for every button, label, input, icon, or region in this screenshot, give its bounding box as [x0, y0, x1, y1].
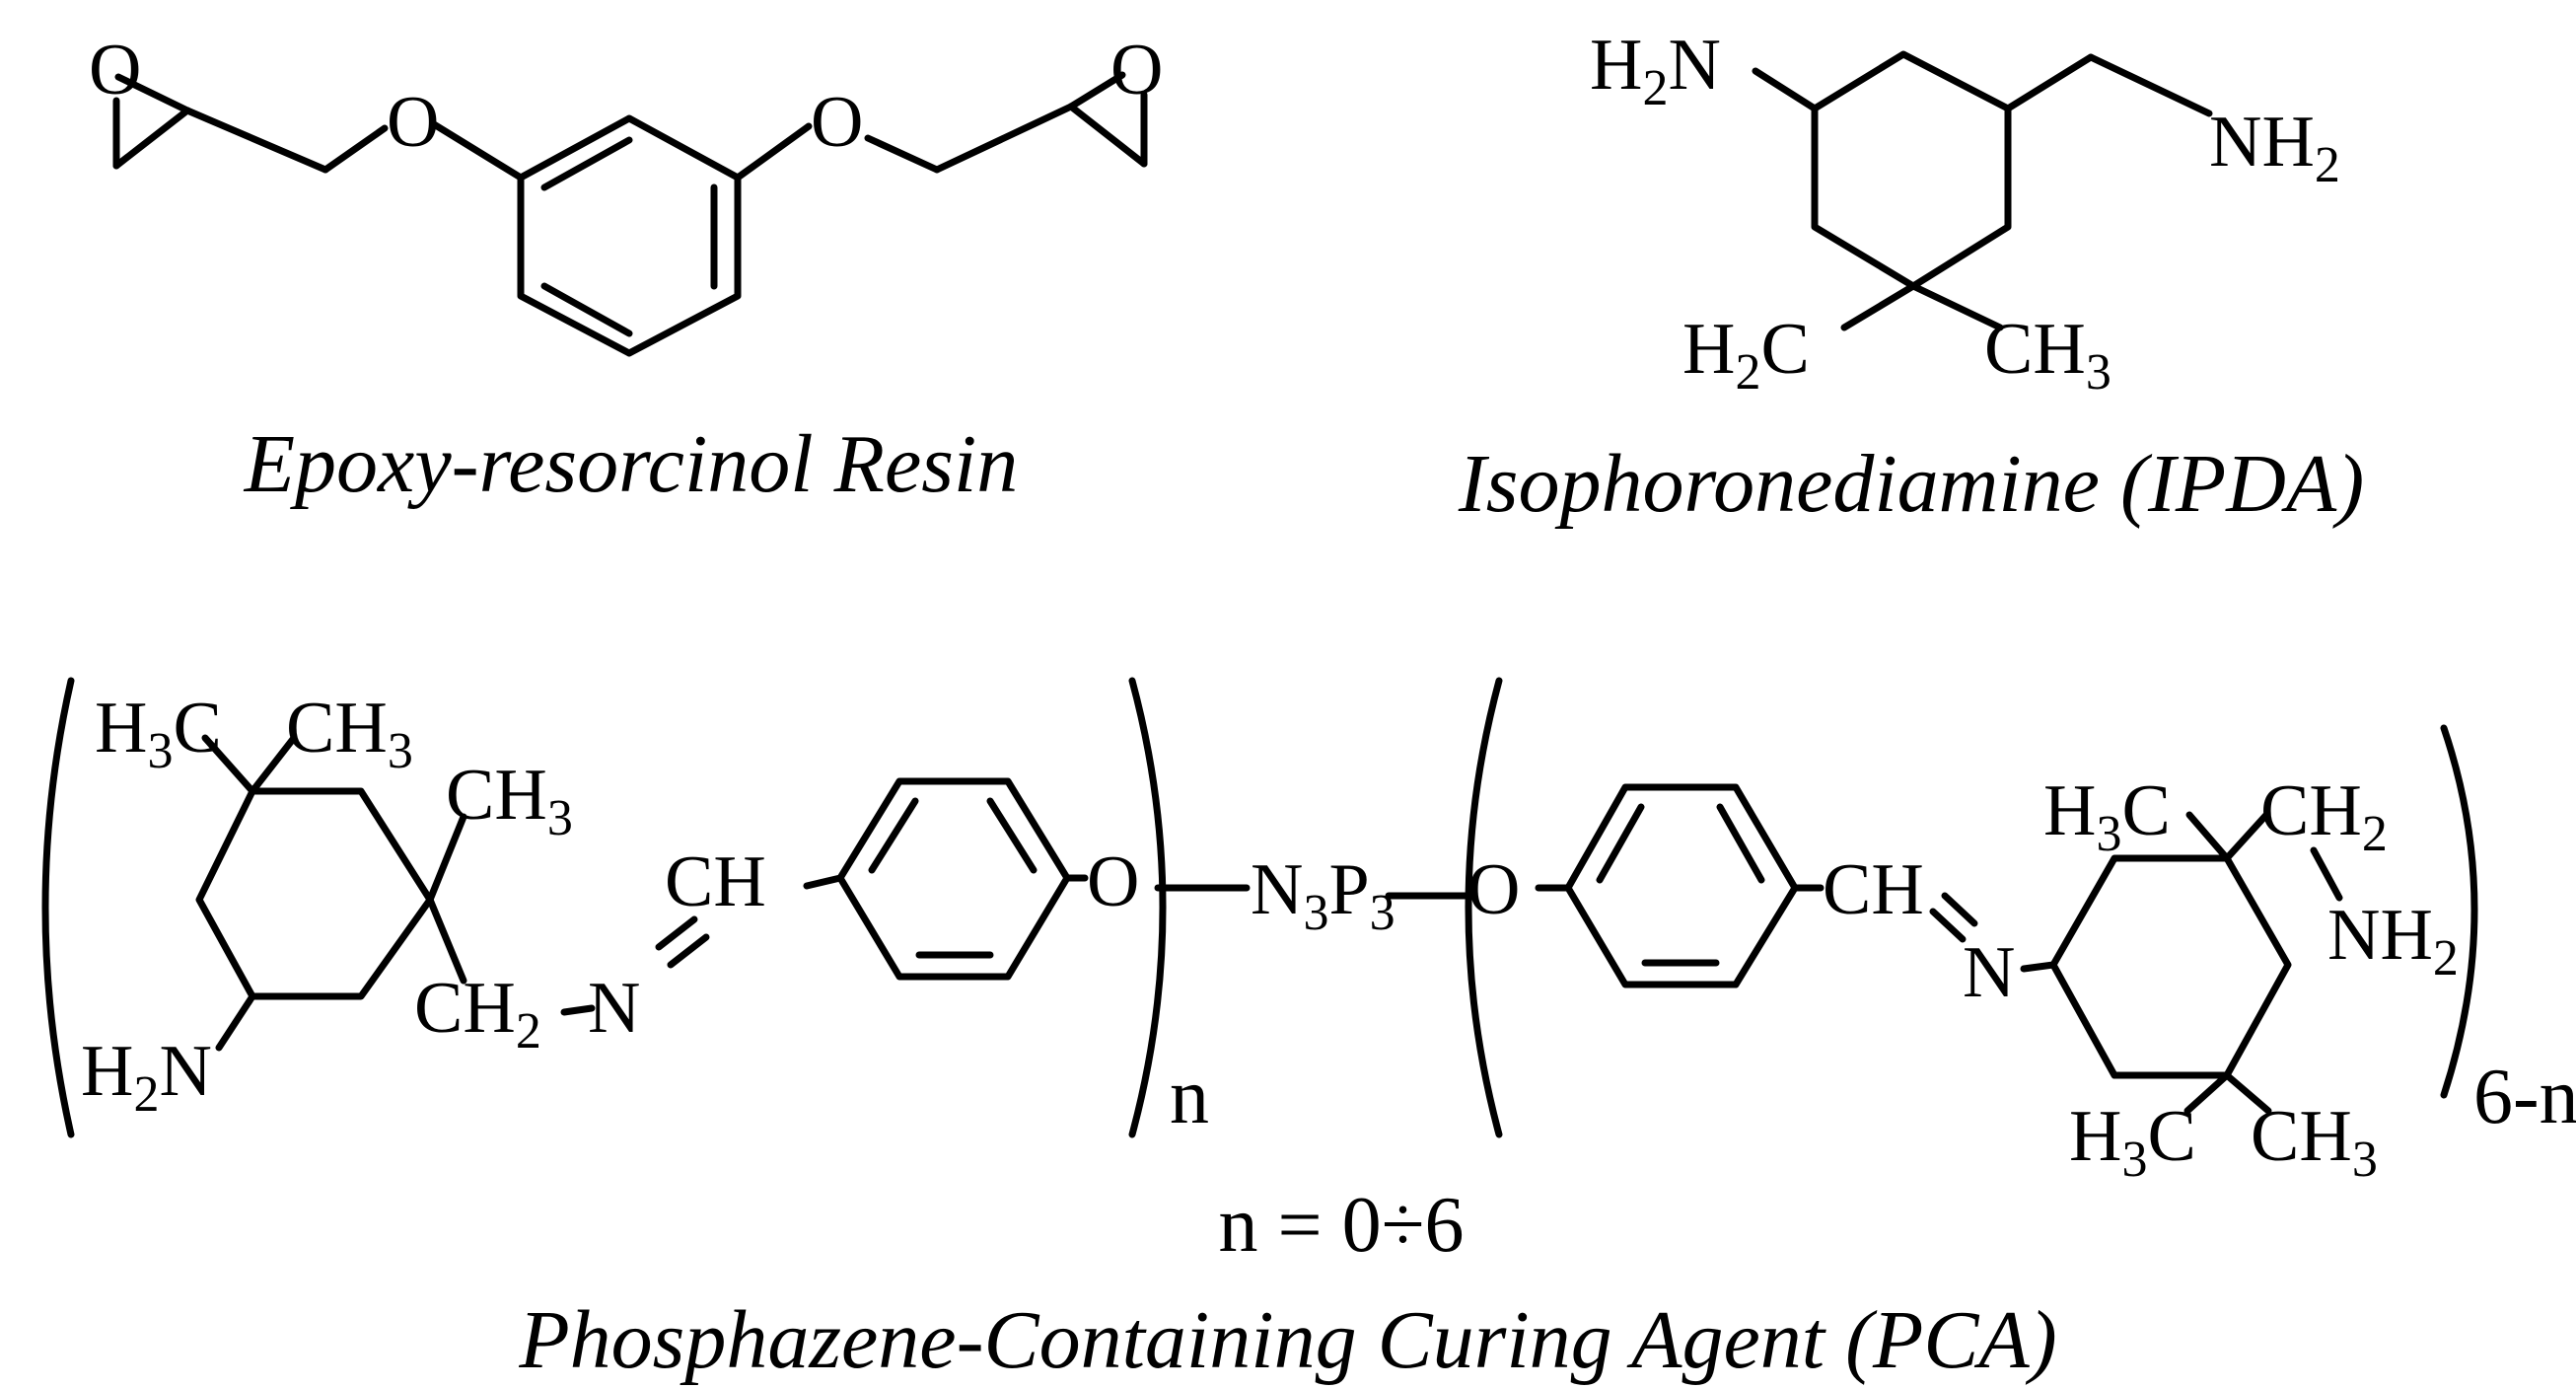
paren-left-close — [1128, 677, 1167, 1138]
equation-n-range: n = 0÷6 — [1218, 1182, 1464, 1269]
bond — [1840, 282, 1917, 331]
double-bond — [1941, 892, 1978, 927]
bond — [1909, 282, 2004, 331]
paren-right-open — [1465, 677, 1503, 1138]
aromatic-bond — [540, 136, 633, 191]
atom-h2n: H2N — [1590, 25, 1721, 116]
bond — [560, 1004, 596, 1016]
paren-right-close — [2440, 724, 2478, 1099]
bond — [249, 734, 298, 795]
bond — [114, 73, 191, 114]
bond — [2020, 961, 2057, 973]
bond — [1067, 71, 1126, 110]
cyclohexane-ring — [195, 787, 434, 1000]
subscript-n: n — [1170, 1054, 1209, 1140]
double-bond — [1929, 908, 1967, 943]
bond — [2310, 846, 2343, 902]
bond — [2185, 811, 2231, 862]
bond — [426, 896, 467, 985]
bond — [864, 134, 941, 174]
atom-ch: CH — [665, 841, 766, 922]
aromatic-bond — [986, 797, 1038, 874]
cyclohexane-ring — [1811, 50, 2012, 290]
atom-ch2: CH2 — [2260, 770, 2388, 862]
atom-h2c: H2C — [1682, 309, 1810, 401]
double-bond — [655, 915, 698, 951]
atom-nh2: NH2 — [2327, 895, 2459, 987]
bond — [803, 874, 844, 890]
bond — [933, 103, 1075, 174]
atom-o: O — [811, 82, 863, 163]
benzene-ring — [836, 777, 1071, 981]
atom-h2n: H2N — [81, 1031, 212, 1123]
bond — [1067, 103, 1148, 168]
atom-ch: CH — [1823, 849, 1924, 930]
bond — [734, 122, 813, 182]
atom-o: O — [387, 82, 439, 163]
cyclohexane-ring — [2049, 854, 2292, 1079]
atom-nh2: NH2 — [2209, 102, 2340, 193]
bond — [2223, 811, 2270, 862]
aromatic-bond — [540, 282, 633, 337]
atom-n: N — [1963, 932, 2015, 1013]
bond — [112, 107, 191, 170]
benzene-ring — [517, 114, 742, 357]
bond — [2223, 1071, 2272, 1115]
atom-h3c: H3C — [2069, 1096, 2196, 1188]
bond — [430, 120, 525, 182]
atom-ch3: CH3 — [1984, 309, 2111, 401]
benzene-ring — [1564, 783, 1799, 988]
subscript-6-n: 6-n — [2473, 1054, 2576, 1140]
atom-o: O — [1110, 30, 1163, 110]
atom-n: N — [588, 968, 640, 1049]
paren-left-open — [41, 677, 75, 1138]
atom-h3c: H3C — [2043, 770, 2171, 862]
atom-n3p3: N3P3 — [1251, 849, 1395, 941]
atom-o: O — [1467, 849, 1520, 930]
atom-h3c: H3C — [95, 688, 222, 779]
atom-ch3: CH3 — [2251, 1096, 2378, 1188]
aromatic-bond — [1596, 803, 1645, 884]
bond — [2087, 53, 2213, 117]
pca-structure: H3C CH3 CH3 CH2 N H2N CH O n N3P3 O CH N… — [41, 677, 2576, 1188]
ipda-structure: H2N NH2 H2C CH3 — [1590, 25, 2340, 401]
aromatic-bond — [868, 797, 919, 874]
bond — [215, 992, 256, 1052]
bond — [1752, 67, 1819, 112]
caption-ipda: Isophoronediamine (IPDA) — [1458, 438, 2364, 530]
atom-o: O — [89, 30, 141, 110]
bond — [201, 734, 256, 795]
caption-pca: Phosphazene-Containing Curing Agent (PCA… — [518, 1294, 2056, 1386]
atom-ch3: CH3 — [446, 755, 573, 846]
bond — [322, 124, 389, 174]
aromatic-bond — [1716, 803, 1765, 884]
atom-ch3: CH3 — [286, 688, 413, 779]
epoxy-resorcinol-structure: O O O O — [89, 30, 1163, 357]
bond — [426, 813, 467, 904]
atom-ch2: CH2 — [414, 968, 541, 1060]
bond — [2004, 53, 2095, 112]
double-bond — [667, 933, 710, 969]
atom-o: O — [1087, 841, 1139, 922]
bond — [2183, 1071, 2231, 1115]
caption-epoxy: Epoxy-resorcinol Resin — [244, 418, 1019, 510]
bond — [183, 107, 329, 174]
